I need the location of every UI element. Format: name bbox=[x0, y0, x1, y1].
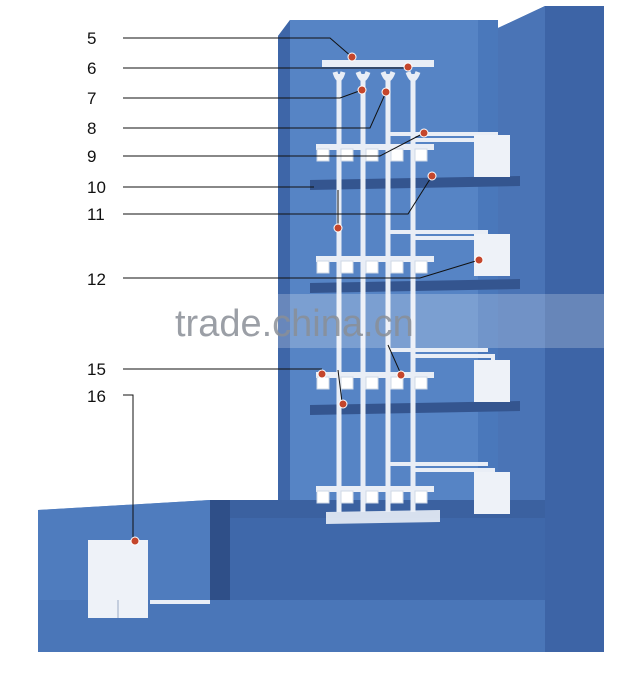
leader-line bbox=[123, 175, 433, 215]
leader-line bbox=[123, 132, 425, 157]
leader-marker bbox=[357, 85, 367, 95]
callout-label: 16 bbox=[87, 387, 106, 406]
leader-marker bbox=[130, 536, 140, 546]
right-step bbox=[545, 560, 604, 652]
leader-line bbox=[123, 91, 387, 129]
callout-label: 5 bbox=[87, 29, 96, 48]
valve-block bbox=[414, 490, 428, 504]
valve-block bbox=[316, 490, 330, 504]
valve-block bbox=[365, 148, 379, 162]
leader-marker bbox=[338, 399, 348, 409]
callout-label: 8 bbox=[87, 119, 96, 138]
valve-block bbox=[340, 376, 354, 390]
shelf-level-4 bbox=[326, 510, 440, 524]
leader-line bbox=[337, 369, 343, 403]
leader-marker bbox=[427, 171, 437, 181]
watermark-band: trade.china.cn bbox=[162, 294, 612, 348]
callout-label: 12 bbox=[87, 270, 106, 289]
callout-label: 9 bbox=[87, 147, 96, 166]
valve-block bbox=[390, 490, 404, 504]
leader-marker bbox=[419, 128, 429, 138]
valve-block bbox=[390, 148, 404, 162]
callout-label: 11 bbox=[87, 205, 105, 224]
valve-block bbox=[365, 376, 379, 390]
leader-marker bbox=[381, 87, 391, 97]
hook-4 bbox=[405, 71, 421, 114]
junction-box-3 bbox=[474, 360, 510, 402]
leader-line bbox=[387, 344, 401, 373]
pedestal-top bbox=[210, 500, 545, 518]
vertical-risers bbox=[336, 110, 416, 512]
leader-marker bbox=[317, 369, 327, 379]
leader-lines bbox=[123, 37, 480, 540]
valve-block bbox=[414, 260, 428, 274]
valve-manifold-4 bbox=[316, 486, 434, 492]
junction-box-4 bbox=[474, 472, 510, 514]
leader-marker bbox=[333, 223, 343, 233]
callout-label: 6 bbox=[87, 59, 96, 78]
valve-block bbox=[340, 260, 354, 274]
leader-line bbox=[123, 89, 363, 99]
callout-labels: 5 6 7 8 9 10 11 12 15 16 bbox=[87, 29, 106, 406]
leader-marker bbox=[474, 255, 484, 265]
valve-manifold-3 bbox=[316, 372, 434, 378]
valve-block bbox=[365, 490, 379, 504]
leader-line bbox=[123, 37, 353, 58]
junction-box-1 bbox=[474, 135, 510, 177]
valve-block bbox=[390, 260, 404, 274]
valve-block bbox=[316, 148, 330, 162]
valve-block bbox=[316, 376, 330, 390]
callout-label: 7 bbox=[87, 89, 96, 108]
leader-marker bbox=[347, 52, 357, 62]
callout-label: 15 bbox=[87, 360, 106, 379]
junction-box-2 bbox=[474, 234, 510, 276]
junction-boxes bbox=[88, 135, 510, 618]
leader-marker bbox=[396, 370, 406, 380]
valve-block bbox=[340, 148, 354, 162]
watermark-backdrop bbox=[162, 294, 612, 348]
valve-block bbox=[414, 376, 428, 390]
valve-manifold-2 bbox=[316, 256, 434, 262]
leader-markers bbox=[130, 52, 484, 546]
leader-line bbox=[123, 394, 134, 540]
leader-marker bbox=[403, 62, 413, 72]
watermark-text: trade.china.cn bbox=[175, 303, 414, 345]
top-header-pipe bbox=[322, 60, 434, 67]
hook-1 bbox=[332, 71, 346, 114]
valve-block bbox=[414, 148, 428, 162]
tower-left-edge bbox=[278, 20, 290, 600]
valve-rows bbox=[316, 144, 434, 504]
pedestal-side bbox=[210, 500, 230, 600]
callout-label: 10 bbox=[87, 178, 106, 197]
valve-block bbox=[365, 260, 379, 274]
pedestal-front bbox=[230, 518, 545, 600]
leader-line bbox=[123, 259, 480, 279]
valve-block bbox=[340, 490, 354, 504]
valve-block bbox=[316, 260, 330, 274]
valve-manifold-1 bbox=[316, 144, 434, 150]
